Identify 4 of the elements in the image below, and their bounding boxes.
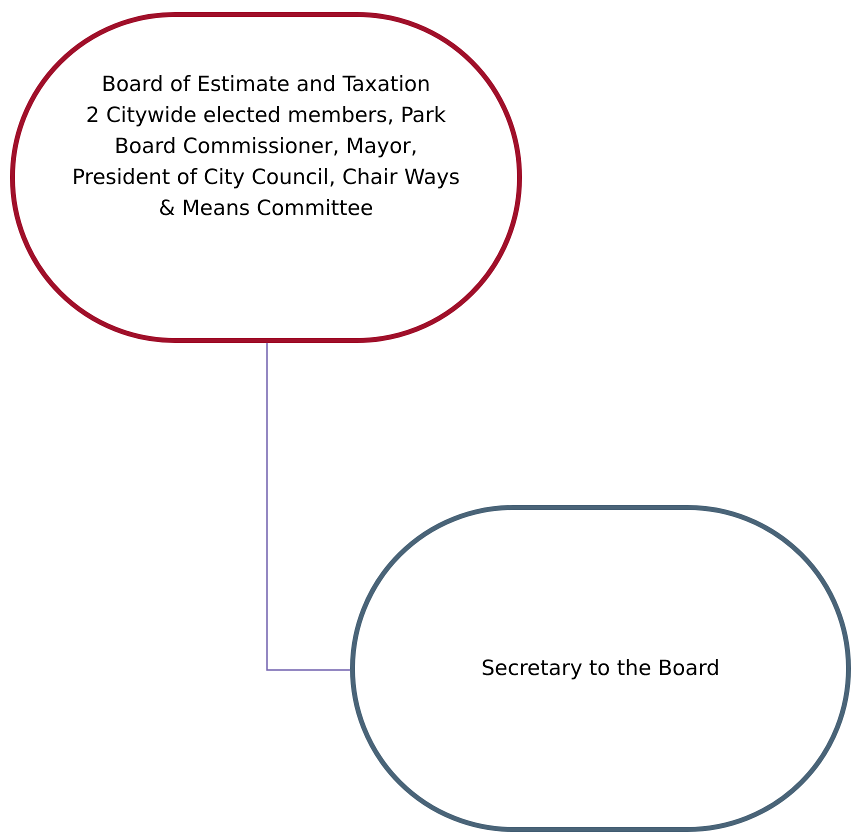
node-text: 2 Citywide elected members, Park Board Commissioner, Mayor, President of City Council, Chair Ways & Means Committee xyxy=(71,102,461,222)
connector-line xyxy=(266,343,350,671)
node-text: Secretary to the Board xyxy=(481,655,720,682)
node-text: Board of Estimate and Taxation xyxy=(102,71,430,98)
